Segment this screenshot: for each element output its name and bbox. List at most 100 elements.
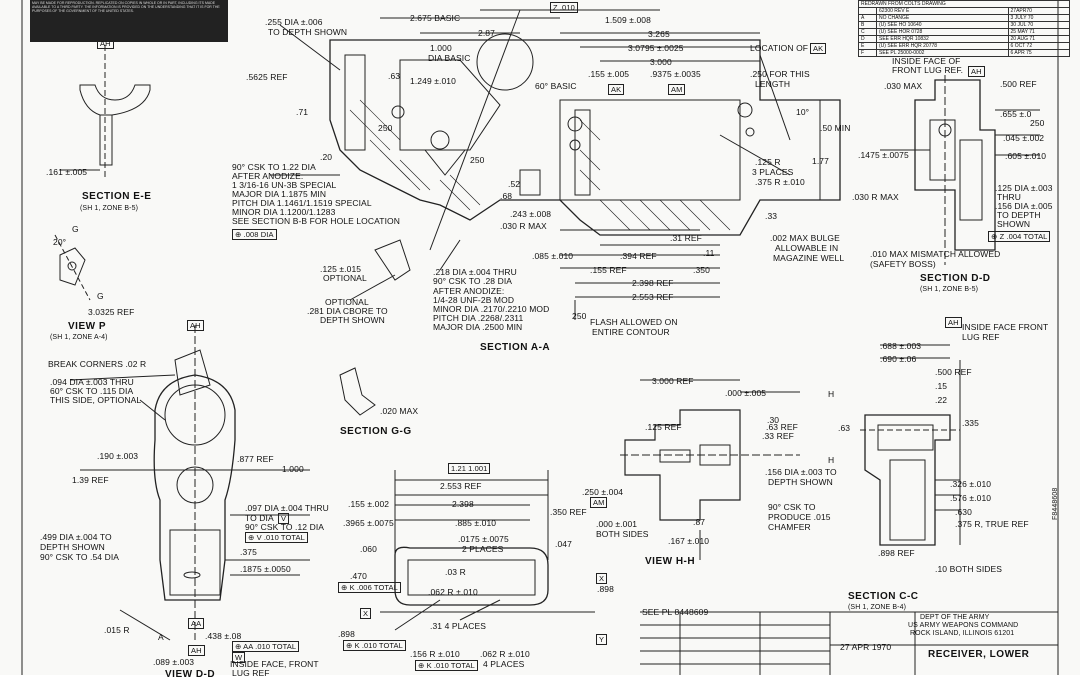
hole-156-line-2: DEPTH SHOWN xyxy=(768,477,833,487)
dim-438: .438 ±.08 xyxy=(205,631,242,641)
csk-note-line-2: AFTER ANODIZE: xyxy=(232,171,304,181)
optional-label: OPTIONAL xyxy=(323,273,367,283)
dim-mid-470: .470 xyxy=(350,571,367,581)
dim-30325: 3.0325 REF xyxy=(88,307,135,317)
dim-030-max: .030 MAX xyxy=(884,81,923,91)
notice-text: MAY BE MADE FOR REPRODUCTION. REPLICATED… xyxy=(32,1,220,14)
csk-note-line-1: 90° CSK TO 1.22 DIA xyxy=(232,162,316,172)
rev-date: 6 APR 75 xyxy=(1007,49,1071,57)
rev-desc: (U) SEE HO 10640 xyxy=(875,21,1009,29)
length-label: LENGTH xyxy=(755,79,791,89)
rev-letter: F xyxy=(858,49,877,57)
hole-097-line-1: .097 DIA ±.004 THRU xyxy=(245,503,329,513)
dim-mid-2553: 2.553 REF xyxy=(440,481,482,491)
fcf-k-010: ⊕ K .010 TOTAL xyxy=(343,640,406,651)
datum-x-left: X xyxy=(360,608,372,619)
hole-note-4: 1/4-28 UNF-2B MOD xyxy=(433,295,515,305)
cbore-note-2: .281 DIA CBORE TO xyxy=(307,306,388,316)
dim-9375: .9375 ±.0035 xyxy=(650,69,701,79)
datum-ah-top: AH xyxy=(97,38,114,49)
dept-line-1: DEPT OF THE ARMY xyxy=(920,614,990,621)
csk-015-line-3: CHAMFER xyxy=(768,522,811,532)
section-gg-title: SECTION G-G xyxy=(340,426,412,437)
dim-243: .243 ±.008 xyxy=(510,209,552,219)
dim-335: .335 xyxy=(962,418,979,428)
both-sides-label: .10 BOTH SIDES xyxy=(935,564,1003,574)
dim-250-this: .250 FOR THIS xyxy=(750,69,810,79)
dim-030-r-max: .030 R MAX xyxy=(500,221,547,231)
hole-125-line-5: SHOWN xyxy=(997,219,1031,229)
csk-note-line-6: MINOR DIA 1.1200/1.1283 xyxy=(232,207,336,217)
csk-015-line-2: PRODUCE .015 xyxy=(768,512,831,522)
mismatch-note-1: .010 MAX MISMATCH ALLOWED xyxy=(870,249,1001,259)
section-mark-h-2: H xyxy=(828,455,835,465)
section-mark-g-1: G xyxy=(72,224,79,234)
dim-mid-062r: .062 R ±.010 xyxy=(428,587,478,597)
datum-v: V xyxy=(278,513,290,524)
rev-letter: C xyxy=(858,28,877,36)
dim-1000: 1.000 xyxy=(430,43,452,53)
rev-letter: B xyxy=(858,21,877,29)
dia-basic-label: DIA BASIC xyxy=(428,53,471,63)
datum-x-right: X xyxy=(596,573,608,584)
dim-10deg: 10° xyxy=(796,107,810,117)
bulge-note-3: MAGAZINE WELL xyxy=(773,253,845,263)
view-hh-title: VIEW H-H xyxy=(645,556,696,567)
rev-date: 6 OCT 72 xyxy=(1007,42,1071,50)
section-aa-title: SECTION A-A xyxy=(480,342,551,353)
to-depth-label: TO DEPTH SHOWN xyxy=(268,27,348,37)
fcf-z-total: ⊕ Z .004 TOTAL xyxy=(988,231,1051,242)
csk-015-line-1: 90° CSK TO xyxy=(768,502,816,512)
section-mark-g-2: G xyxy=(97,291,104,301)
dim-155-ref: .155 REF xyxy=(590,265,627,275)
fcf-v-total: ⊕ V .010 TOTAL xyxy=(245,532,308,543)
dim-125-ref: .125 REF xyxy=(645,422,682,432)
section-ee-title: SECTION E-E xyxy=(82,191,152,202)
rev-letter xyxy=(858,7,877,15)
dim-2553-ref: 2.553 REF xyxy=(632,292,674,302)
dim-mid-062r-b: .062 R ±.010 xyxy=(480,649,530,659)
section-dd-title: SECTION D-D xyxy=(920,273,991,284)
datum-ak-2: AK xyxy=(608,84,625,95)
dim-898-ref: .898 REF xyxy=(878,548,915,558)
dim-20: .20 xyxy=(320,152,333,162)
dept-line-3: ROCK ISLAND, ILLINOIS 61201 xyxy=(910,630,1015,637)
dim-255-dia: .255 DIA ±.006 xyxy=(265,17,323,27)
hole-125-line-1: .125 DIA ±.003 xyxy=(995,183,1053,193)
dim-020-max: .020 MAX xyxy=(380,406,419,416)
hole-125-line-4: TO DEPTH xyxy=(997,210,1041,220)
datum-y: Y xyxy=(596,634,608,645)
dim-63: .63 xyxy=(388,71,401,81)
hole-094-line-3: THIS SIDE, OPTIONAL xyxy=(50,395,142,405)
fcf-aa-010: ⊕ AA .010 TOTAL xyxy=(232,641,300,652)
dim-33: .33 xyxy=(765,211,778,221)
section-mark-a: A xyxy=(158,632,164,642)
dim-500-ref: .500 REF xyxy=(935,367,972,377)
inside-front-lug-2: FRONT LUG REF. xyxy=(892,65,964,75)
dim-630: .630 xyxy=(955,507,972,517)
hole-499-line-3: 90° CSK TO .54 DIA xyxy=(40,552,120,562)
dim-045: .045 ±.002 xyxy=(1003,133,1045,143)
bulge-note-2: ALLOWABLE IN xyxy=(775,243,839,253)
datum-ak: AK xyxy=(810,43,827,54)
dim-375-true: .375 R, TRUE REF xyxy=(955,519,1029,529)
dim-11: .11 xyxy=(703,248,715,258)
rev-date: 25 MAY 71 xyxy=(1007,28,1071,36)
hole-note-5: MINOR DIA .2170/.2210 MOD xyxy=(433,304,550,314)
fcf-k-006: ⊕ K .006 TOTAL xyxy=(338,582,401,593)
dim-250-b: 250 xyxy=(470,155,485,165)
dim-326: .326 ±.010 xyxy=(950,479,992,489)
dim-3000-ref: 3.000 REF xyxy=(652,376,694,386)
rev-date: 30 JUL 70 xyxy=(1007,21,1071,29)
dim-71: .71 xyxy=(296,107,309,117)
dim-877-ref: .877 REF xyxy=(237,454,274,464)
hole-499-line-1: .499 DIA ±.004 TO xyxy=(40,532,112,542)
csk-note-line-5: PITCH DIA 1.1461/1.1519 SPECIAL xyxy=(232,198,372,208)
rev-date: 3 JULY 70 xyxy=(1007,14,1071,22)
dim-mid-350-ref: .350 REF xyxy=(550,507,587,517)
cbore-note-1: OPTIONAL xyxy=(325,297,369,307)
datum-ah-right: AH xyxy=(945,317,962,328)
dim-250-a: 250 xyxy=(378,123,393,133)
